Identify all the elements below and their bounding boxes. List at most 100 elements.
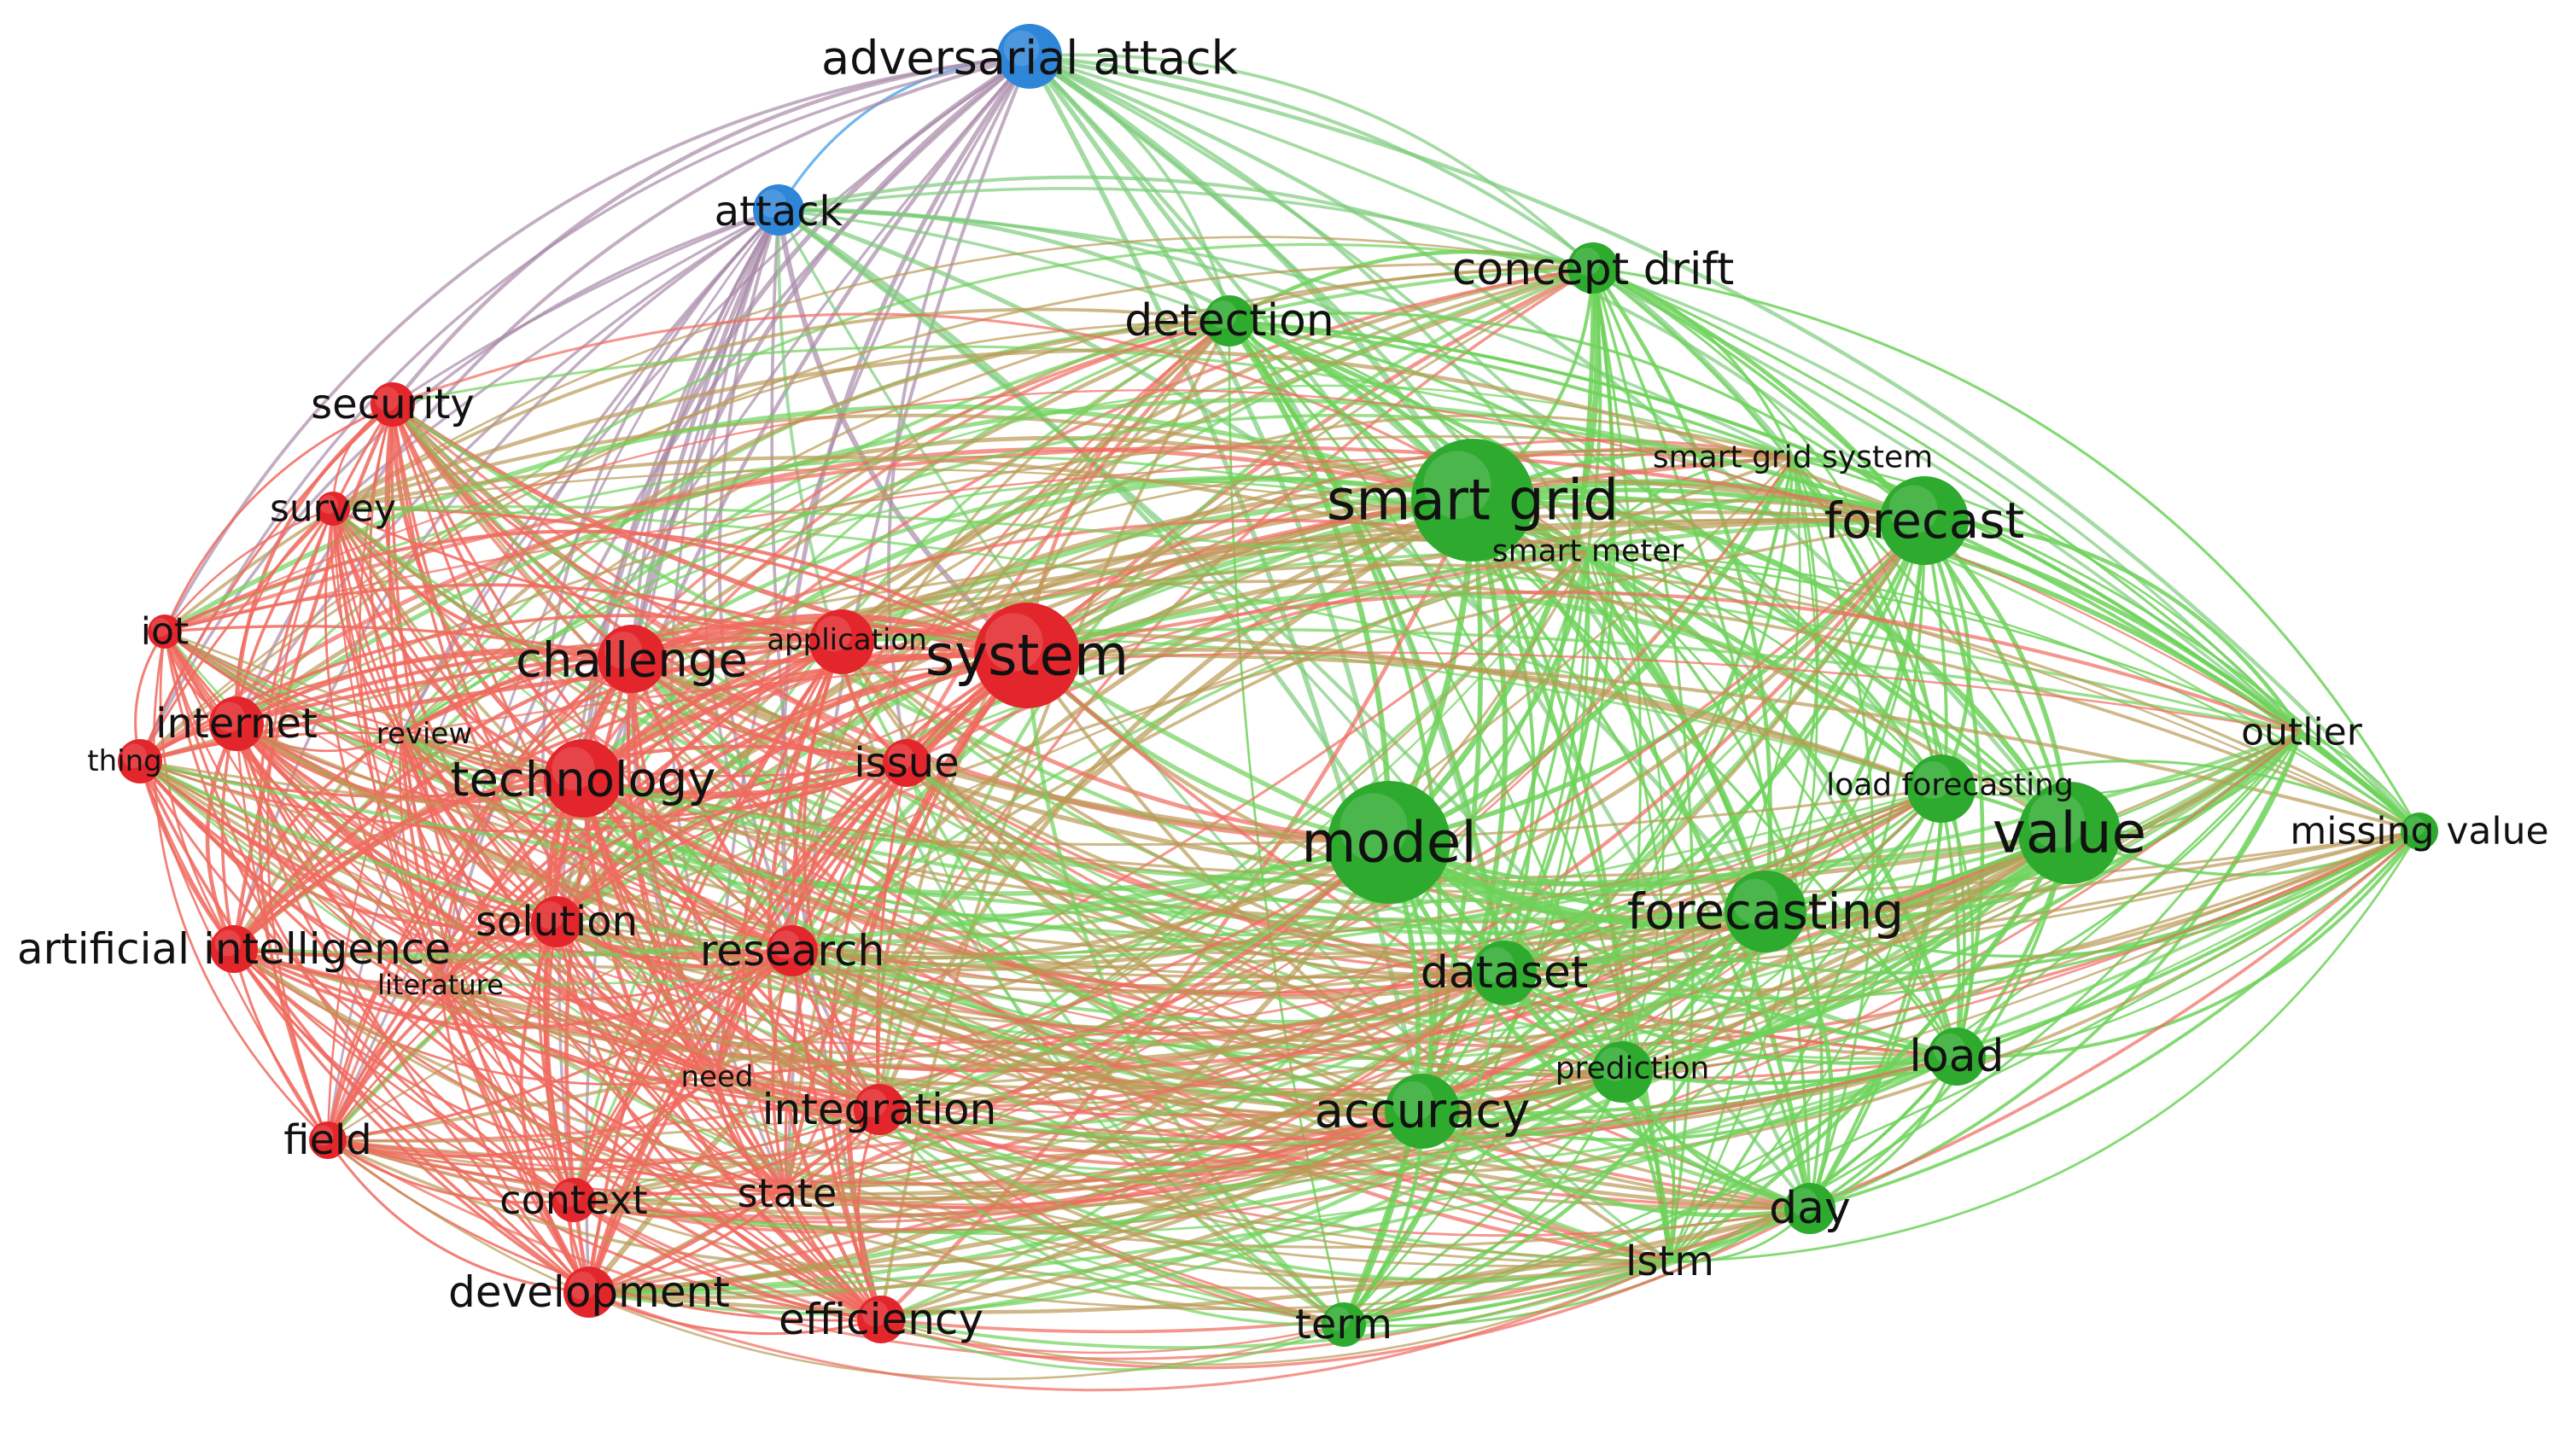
link-day-development <box>587 1206 1812 1314</box>
node-highlight-smart-grid <box>1423 451 1491 519</box>
label-technology: technology <box>451 753 716 808</box>
link-solution-state <box>555 920 789 1195</box>
link-outlier-context <box>572 731 2303 1232</box>
link-system-literature <box>438 653 1030 987</box>
link-system-technology <box>580 651 1030 782</box>
node-prediction <box>1591 1041 1653 1103</box>
label-context: context <box>499 1177 647 1223</box>
link-concept-drift-load-forecasting <box>1591 266 1943 790</box>
label-development: development <box>448 1267 730 1317</box>
link-smart-meter-review <box>400 479 1590 736</box>
link-smart-meter-prediction <box>1586 550 1665 1074</box>
node-iot <box>148 614 182 649</box>
label-state: state <box>738 1170 838 1216</box>
node-highlight-dataset <box>1478 946 1515 983</box>
link-challenge-internet <box>234 648 634 726</box>
node-detection <box>1204 295 1255 347</box>
link-lstm-development <box>587 1260 1672 1392</box>
label-survey: survey <box>270 487 396 531</box>
link-concept-drift-internet <box>235 242 1595 725</box>
link-load-forecasting-artificial-intelligence <box>232 787 1943 1045</box>
node-model <box>1328 781 1450 904</box>
node-highlight-term <box>1326 1307 1351 1331</box>
node-development <box>563 1267 615 1318</box>
link-prediction-context <box>572 1070 1624 1208</box>
label-prediction: prediction <box>1555 1051 1710 1086</box>
node-technology <box>544 739 622 818</box>
node-highlight-field <box>312 1125 334 1146</box>
node-highlight-model <box>1339 793 1408 861</box>
node-highlight-survey <box>319 495 338 514</box>
node-challenge <box>598 625 666 693</box>
node-highlight-iot <box>151 618 170 637</box>
link-review-term <box>400 732 1345 1326</box>
node-highlight-internet <box>214 702 245 732</box>
link-detection-smart-grid-system <box>1228 319 1795 459</box>
node-highlight-challenge <box>604 632 642 669</box>
node-highlight-adversarial-attack <box>1003 30 1040 67</box>
node-highlight-technology <box>552 747 595 790</box>
node-application <box>809 609 874 674</box>
label-lstm: lstm <box>1625 1238 1714 1285</box>
link-iot-outlier <box>163 389 2303 734</box>
link-solution-lstm <box>555 920 1672 1264</box>
label-day: day <box>1769 1183 1851 1234</box>
link-prediction-development <box>587 1070 1624 1316</box>
label-research: research <box>700 926 884 976</box>
link-solution-prediction <box>555 920 1624 1098</box>
link-literature-dataset <box>439 971 1506 1058</box>
link-artificial-intelligence-field <box>232 947 330 1142</box>
link-load-forecasting-day <box>1808 787 1943 1210</box>
node-security <box>371 382 415 427</box>
link-technology-value <box>581 776 2072 888</box>
link-iot-system <box>162 529 1030 658</box>
link-need-field <box>326 1075 719 1158</box>
label-term: term <box>1295 1301 1392 1348</box>
link-missing-value-day <box>1808 830 2421 1210</box>
link-forecast-development <box>587 518 1927 1295</box>
link-smart-meter-state <box>785 550 1590 1195</box>
link-artificial-intelligence-development <box>232 947 591 1294</box>
node-highlight-thing <box>122 743 147 768</box>
link-challenge-research <box>629 656 795 953</box>
link-issue-solution <box>555 761 908 923</box>
label-thing: thing <box>87 744 161 778</box>
node-highlight-day <box>1789 1188 1818 1216</box>
node-load-forecasting <box>1907 754 1976 823</box>
link-context-efficiency <box>572 1198 883 1321</box>
node-highlight-development <box>569 1272 597 1300</box>
link-thing-model <box>137 759 1392 945</box>
link-adversarial-attack-research <box>779 54 1032 953</box>
label-system: system <box>925 623 1129 689</box>
link-detection-issue <box>904 318 1232 766</box>
node-accuracy <box>1385 1074 1460 1149</box>
node-issue <box>883 739 931 787</box>
link-smart-grid-system-application <box>840 414 1795 644</box>
label-need: need <box>681 1060 754 1094</box>
link-integration-development <box>587 1107 882 1295</box>
link-load-accuracy <box>1421 1055 1958 1142</box>
link-challenge-accuracy <box>629 656 1425 1114</box>
node-artificial-intelligence <box>210 925 258 973</box>
link-review-thing <box>138 731 403 763</box>
label-challenge: challenge <box>516 633 748 689</box>
link-security-iot <box>163 403 394 633</box>
link-smart-grid-system-prediction <box>1620 456 1801 1074</box>
link-system-value <box>1024 590 2073 836</box>
node-value <box>2018 782 2121 884</box>
node-load <box>1928 1028 1986 1086</box>
node-solution <box>531 896 582 947</box>
link-smart-grid-literature <box>438 498 1475 987</box>
label-detection: detection <box>1124 295 1334 347</box>
node-highlight-value <box>2028 792 2085 848</box>
link-adversarial-attack-iot <box>163 55 1031 633</box>
link-artificial-intelligence-day <box>232 947 1812 1290</box>
link-detection-challenge <box>629 318 1232 661</box>
link-artificial-intelligence-state <box>232 947 789 1195</box>
link-issue-term <box>905 761 1345 1326</box>
link-system-missing-value <box>1024 653 2422 834</box>
link-forecast-thing <box>138 518 1926 763</box>
label-smart-grid-system: smart grid system <box>1653 440 1933 475</box>
node-forecast <box>1880 476 1969 565</box>
label-dataset: dataset <box>1421 947 1589 999</box>
